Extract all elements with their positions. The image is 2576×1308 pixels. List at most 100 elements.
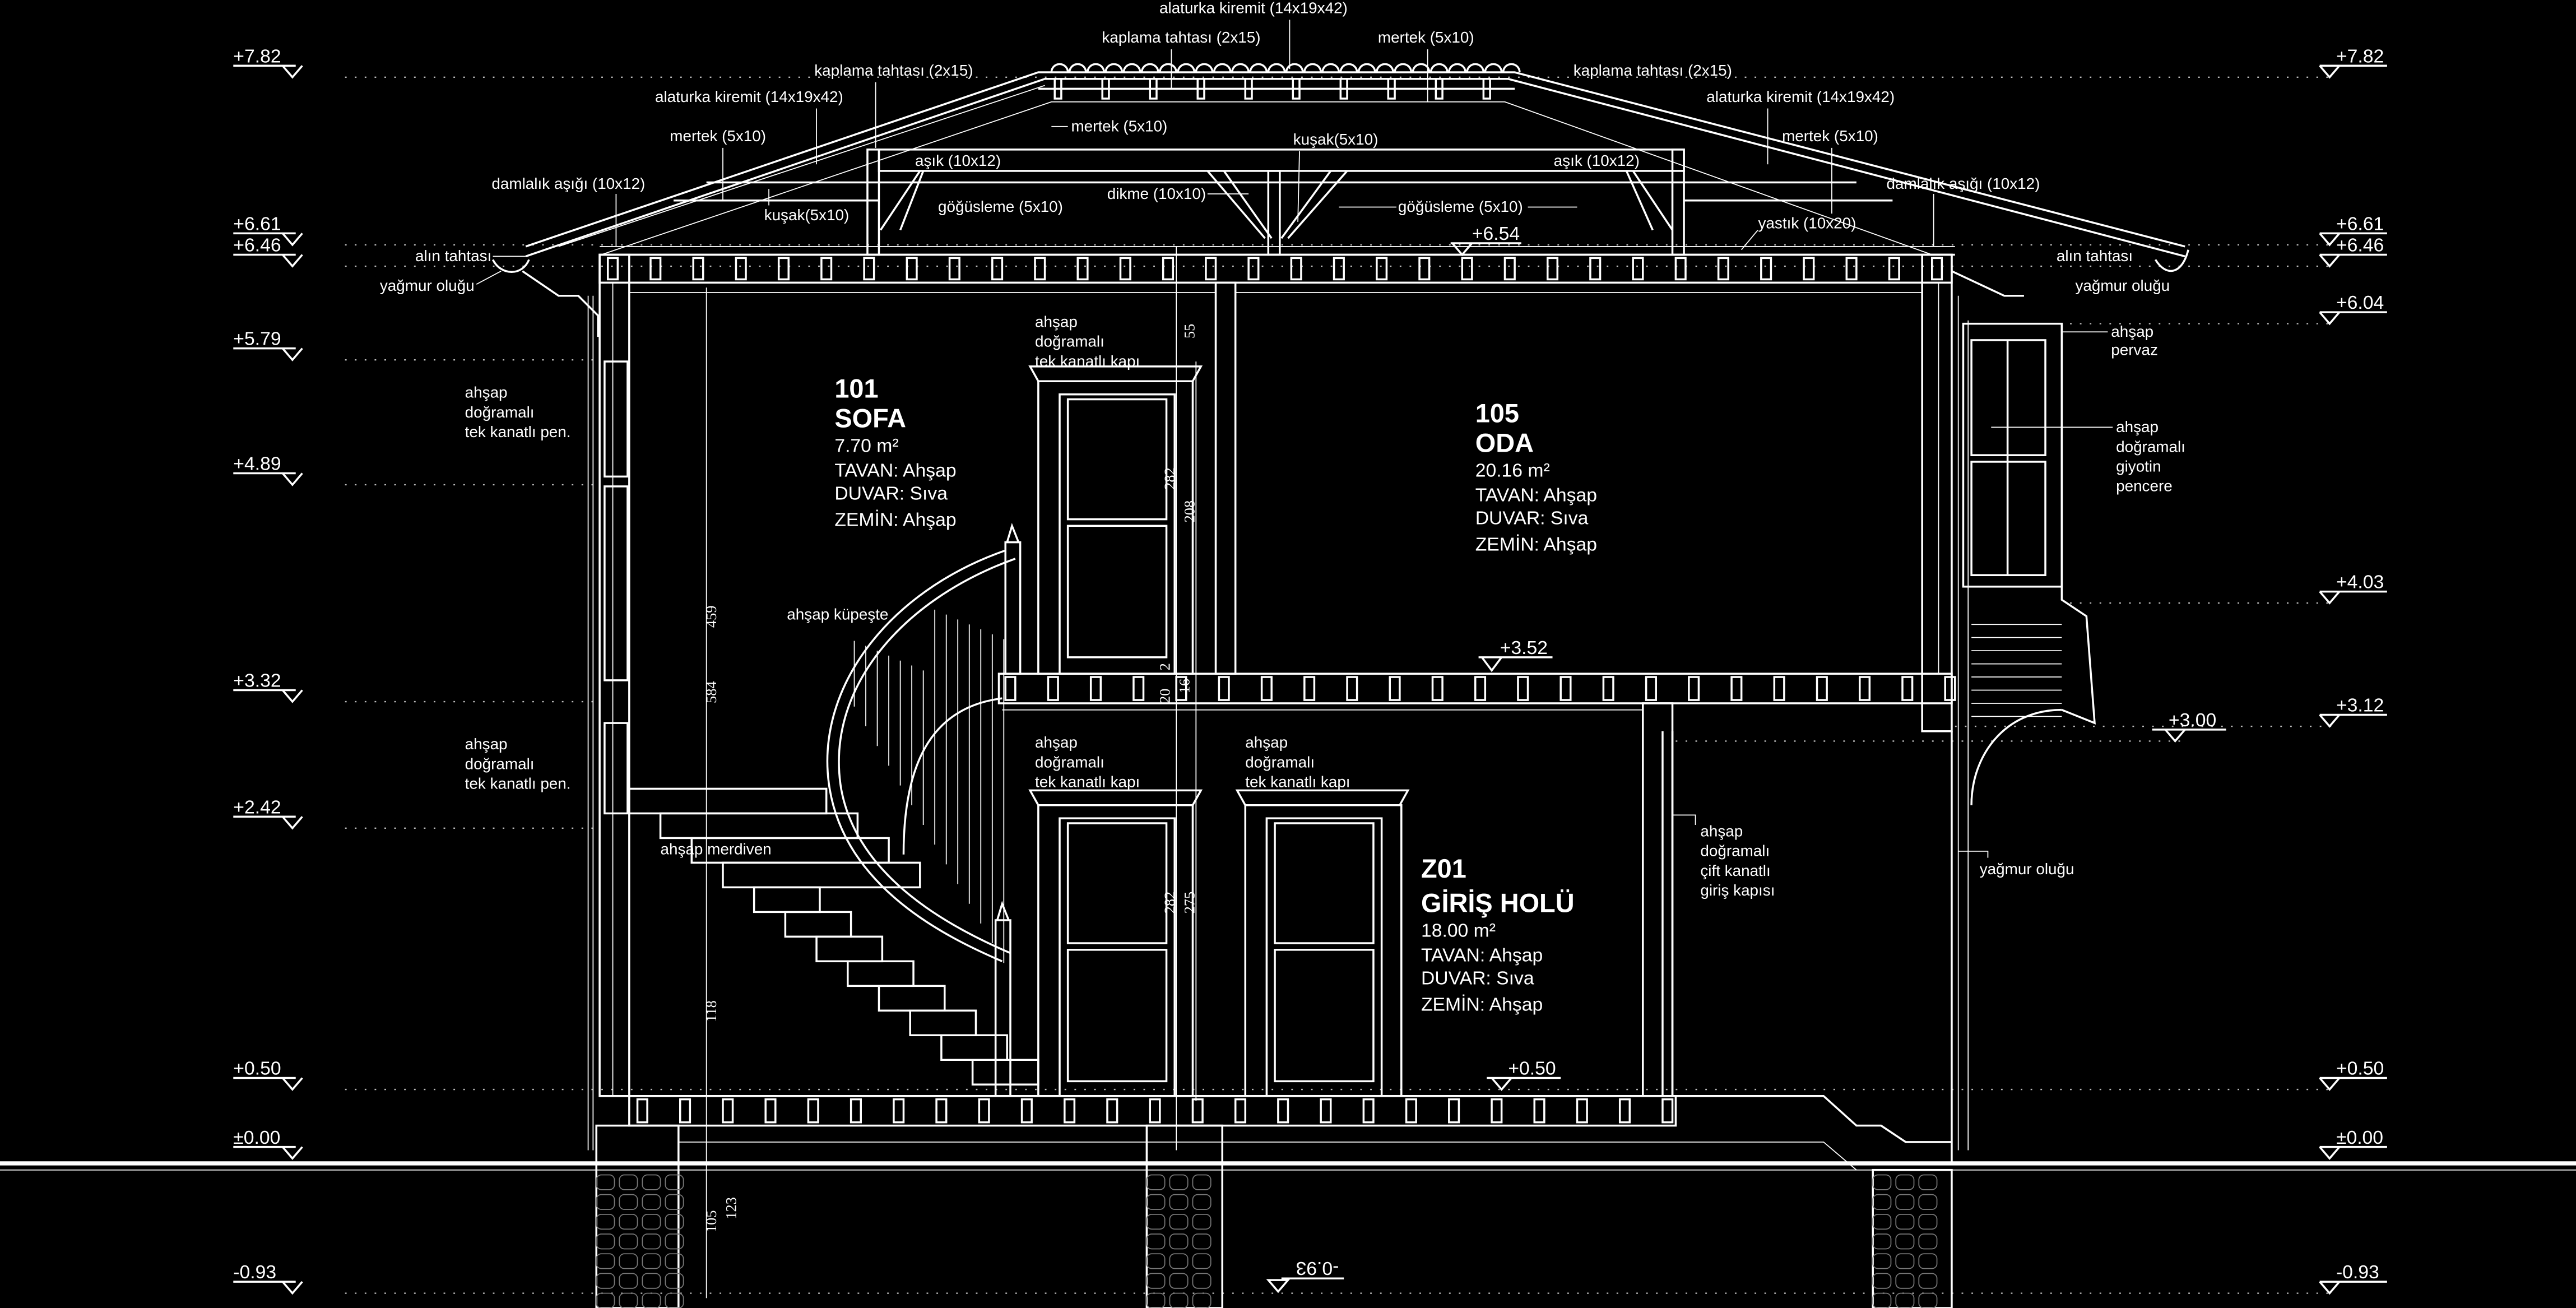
svg-text:+6.46: +6.46 [2336,235,2384,256]
rafter-end [1244,77,1253,100]
svg-text:mertek (5x10): mertek (5x10) [1071,118,1168,135]
label-stair: ahşap merdiven [661,841,772,858]
svg-text:118: 118 [703,1000,720,1022]
svg-text:282: 282 [1161,467,1178,490]
label-downpipe: yağmur oluğu [1958,850,2074,878]
floor-joist [1149,1098,1161,1124]
elevation-right-000: ±0.00 [2319,1127,2387,1160]
walls [587,253,1969,1165]
floor-joist [991,257,1004,281]
roof-tile [1448,63,1466,73]
floor-joist [1888,257,1900,281]
roof-tile [1159,63,1177,73]
stair-step [909,1009,977,1037]
rafter-end [1196,77,1205,100]
floor-joist [1218,676,1230,701]
svg-text:tek kanatlı kapı: tek kanatlı kapı [1035,773,1140,791]
stair-step [753,886,821,913]
stair-step [847,960,915,987]
stone [596,1253,615,1269]
svg-text:ahşap: ahşap [2111,323,2153,340]
svg-text:+3.52: +3.52 [1500,637,1548,658]
floor-joist [1674,257,1687,281]
floor-joist [1303,676,1316,701]
svg-text:mertek (5x10): mertek (5x10) [1782,127,1878,145]
stone [596,1213,615,1230]
svg-text:mertek (5x10): mertek (5x10) [1378,29,1474,46]
floor-joist [1645,676,1657,701]
roof-tile [1412,63,1431,73]
svg-text:+6.61: +6.61 [233,214,281,235]
floor-joist [1944,676,1956,701]
floor-joist [1474,676,1487,701]
elevation-right-050: +0.50 [2319,1058,2387,1091]
elevation-right-661: +6.61 [2319,214,2387,247]
elevation-right-403: +4.03 [2319,572,2387,605]
floor-joist [1632,257,1644,281]
stone [1918,1273,1938,1289]
svg-text:123: 123 [722,1197,739,1219]
svg-text:giriş kapısı: giriş kapısı [1700,882,1775,899]
elevation-right-093: -0.93 [2319,1261,2387,1295]
stone [665,1213,684,1230]
elevation-right-782: +7.82 [2319,45,2387,79]
svg-text:doğramalı: doğramalı [1700,842,1770,860]
stone [1895,1253,1915,1269]
svg-text:göğüsleme (5x10): göğüsleme (5x10) [938,198,1063,215]
floor-joist [1448,1098,1460,1124]
svg-text:±0.00: ±0.00 [2336,1127,2383,1148]
svg-text:105: 105 [1475,399,1519,428]
stone [1169,1292,1189,1308]
rafter-end [1053,77,1062,100]
roof-tile [1303,63,1322,73]
floor-joist [1247,257,1260,281]
svg-text:TAVAN: Ahşap: TAVAN: Ahşap [1421,944,1543,966]
door-lower-1 [1028,789,1203,1097]
elevation-side-300: +3.00 [2152,709,2226,743]
svg-text:+6.54: +6.54 [1472,223,1520,244]
svg-text:ahşap: ahşap [1245,734,1288,751]
stair-steps [628,787,1039,1086]
svg-text:alaturka kiremit (14x19x42): alaturka kiremit (14x19x42) [1159,0,1348,16]
svg-text:2: 2 [1156,663,1173,670]
roof-tile [1267,63,1286,73]
stone [1146,1213,1166,1230]
svg-text:tek kanatlı kapı: tek kanatlı kapı [1035,352,1140,370]
svg-text:aşık (10x12): aşık (10x12) [1554,152,1640,169]
siding [1971,624,2062,717]
floor-joist [777,257,790,281]
floor-joist [649,257,662,281]
stair-step [971,1059,1039,1086]
stone [619,1174,638,1190]
stone [596,1174,615,1190]
floor-joist [1688,676,1700,701]
stone [596,1194,615,1210]
svg-text:çift kanatlı: çift kanatlı [1700,862,1770,879]
elevation-left-661: +6.61 [233,214,303,247]
stone [665,1174,684,1190]
roof-tile [1321,63,1340,73]
svg-text:damlalık aşığı (10x12): damlalık aşığı (10x12) [491,175,645,192]
svg-text:tek kanatlı pen.: tek kanatlı pen. [465,774,571,792]
svg-text:282: 282 [1161,892,1178,914]
floor-joist [1717,257,1729,281]
svg-text:275: 275 [1181,892,1198,914]
svg-text:459: 459 [703,606,720,628]
floor-joist [1559,676,1572,701]
stone [642,1174,661,1190]
roof-tile [1466,63,1485,73]
svg-text:-0.93: -0.93 [1296,1258,1339,1279]
stone [1895,1292,1915,1308]
elevation-left-242: +2.42 [233,796,303,830]
svg-text:doğramalı: doğramalı [1245,753,1315,771]
roof-tile [1231,63,1250,73]
stone [1872,1174,1892,1190]
stone [642,1273,661,1289]
svg-text:+7.82: +7.82 [233,45,281,67]
floor-joists [606,257,1956,1124]
